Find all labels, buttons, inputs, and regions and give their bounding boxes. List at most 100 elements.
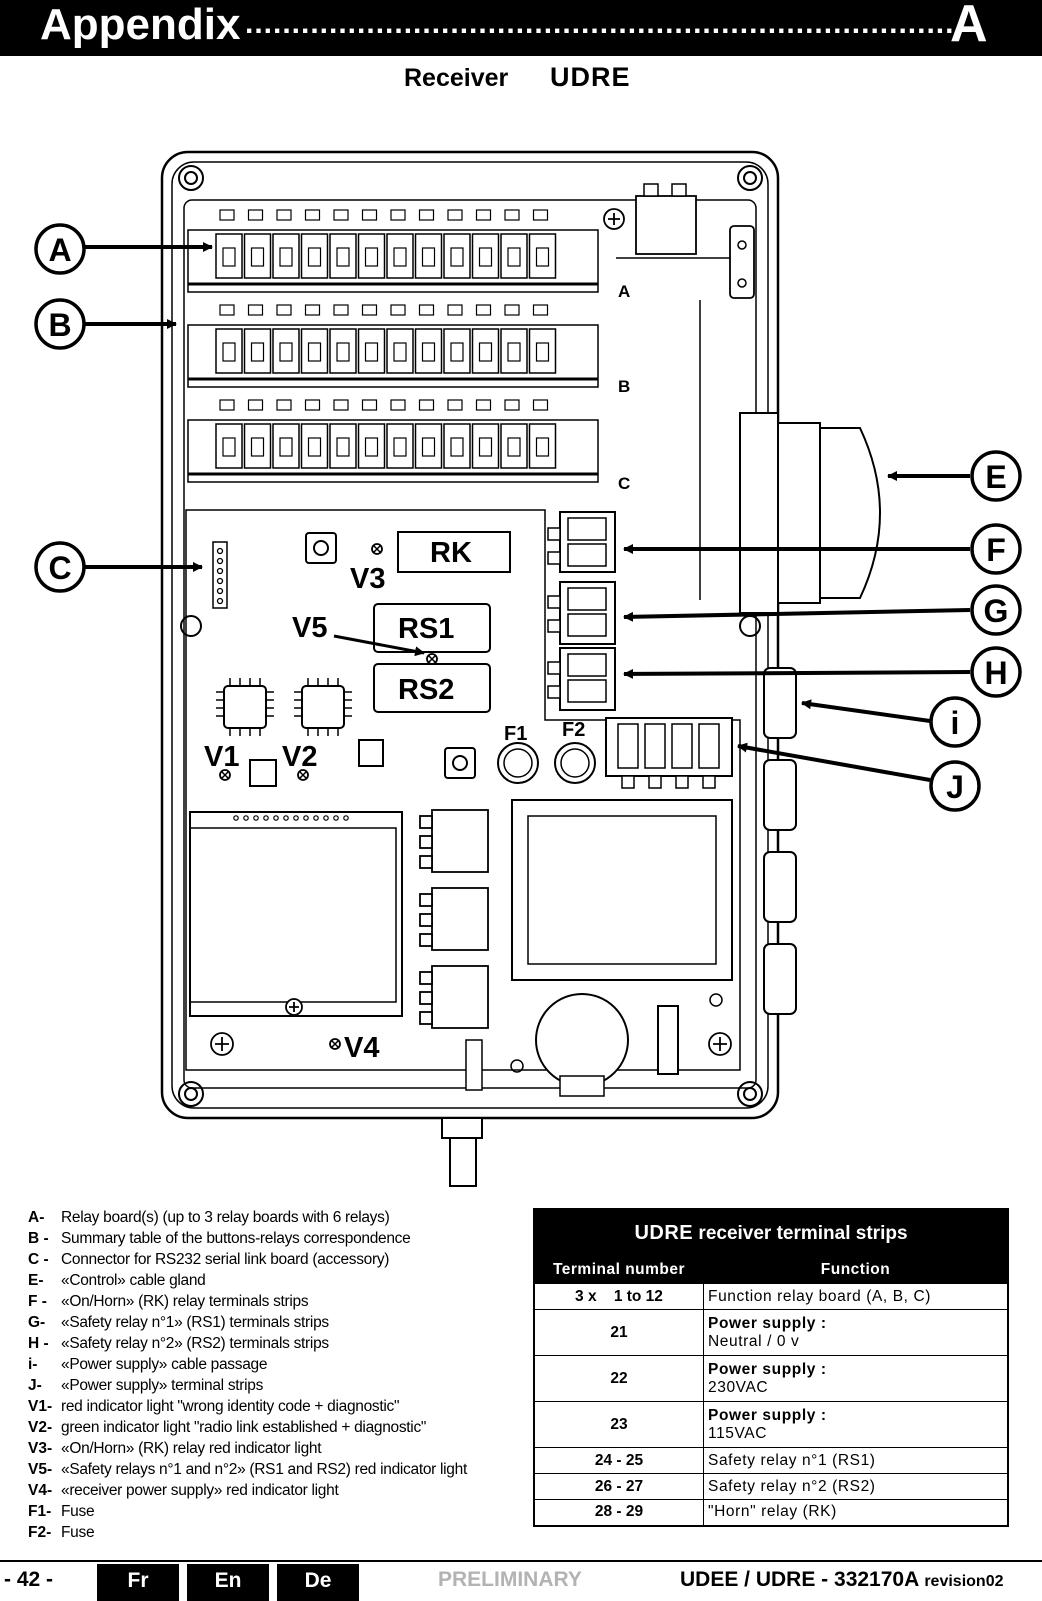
language-tab-de[interactable]: De [277, 1564, 359, 1601]
function-cell: Function relay board (A, B, C) [703, 1283, 1009, 1310]
function-cell: Power supply :230VAC [703, 1355, 1009, 1402]
relay-boards [187, 209, 599, 483]
relay-terminal [243, 233, 272, 279]
relay-terminal [443, 423, 471, 469]
legend-key: F2- [28, 1524, 52, 1541]
relay-terminal [215, 233, 243, 279]
relay-terminal-screw [336, 342, 350, 362]
legend-key: J- [28, 1377, 42, 1394]
relay-terminal-screw [535, 247, 550, 267]
board-letter-a: A [618, 282, 630, 301]
relay-terminal-screw [336, 247, 350, 267]
relay-terminal [243, 328, 272, 374]
legend-item: A-Relay board(s) (up to 3 relay boards w… [28, 1207, 467, 1228]
relay-pin [532, 399, 549, 411]
terminal-number-cell: 24 - 25 [533, 1447, 704, 1474]
relay-pin [247, 304, 264, 316]
callout-i: i [951, 705, 960, 741]
relay-terminal-screw [507, 342, 521, 362]
relay-pin [390, 209, 406, 221]
relay-terminal-screw [535, 437, 550, 457]
relay-terminal [471, 328, 500, 374]
legend-key: A- [28, 1209, 45, 1226]
relay-pin [304, 304, 321, 316]
relay-terminal [528, 233, 557, 279]
receiver-diagram: A B C RK RS1 RS2 V3 V5 V1 V2 V4 F1 F2 A … [34, 150, 1022, 1187]
function-text: 230VAC [708, 1378, 769, 1396]
table-row: 28 - 29"Horn" relay (RK) [533, 1499, 1009, 1526]
function-heading: Power supply : [708, 1360, 827, 1378]
display-pin [273, 815, 279, 821]
legend-key: V5- [28, 1461, 53, 1478]
footer-rule [0, 1560, 1042, 1562]
language-tab-en[interactable]: En [187, 1564, 269, 1601]
relay-terminal [272, 328, 300, 374]
legend-item: V4-«receiver power supply» red indicator… [28, 1480, 467, 1501]
display-pin [313, 815, 319, 821]
relay-terminal-screw [393, 437, 407, 457]
legend-text: «receiver power supply» red indicator li… [61, 1482, 339, 1499]
relay-pin [475, 209, 492, 221]
relay-terminal-screw [393, 342, 407, 362]
legend-text: green indicator light "radio link establ… [61, 1419, 427, 1436]
relay-terminal [357, 423, 386, 469]
callout-g: G [984, 593, 1009, 629]
display-pin [293, 815, 299, 821]
relay-terminal [443, 328, 471, 374]
col-terminal-number: Terminal number [533, 1256, 704, 1284]
callout-f: F [986, 532, 1006, 568]
relay-pin [219, 304, 235, 316]
relay-terminal [300, 233, 329, 279]
legend-key: V2- [28, 1419, 53, 1436]
language-tab-fr[interactable]: Fr [97, 1564, 179, 1601]
relay-pin [361, 399, 378, 411]
legend-key: B - [28, 1230, 49, 1247]
display-pin [333, 815, 339, 821]
legend-text: «Safety relays n°1 and n°2» (RS1 and RS2… [61, 1461, 467, 1478]
relay-terminal-screw [279, 342, 293, 362]
relay-pin [333, 209, 349, 221]
relay-terminal [357, 233, 386, 279]
preliminary-mark: PRELIMINARY [438, 1568, 582, 1591]
relay-terminal [386, 423, 414, 469]
legend-item: G-«Safety relay n°1» (RS1) terminals str… [28, 1312, 467, 1333]
relay-board-frame [187, 324, 599, 388]
relay-pin [532, 209, 549, 221]
page-header: Appendix ...............................… [0, 0, 1042, 56]
col-function: Function [703, 1256, 1009, 1284]
terminal-number-cell: 22 [533, 1355, 704, 1402]
function-text: Safety relay n°1 (RS1) [708, 1451, 876, 1469]
relay-terminal-screw [222, 342, 236, 362]
terminal-number-cell: 3 x 1 to 12 [533, 1283, 704, 1310]
relay-pin [247, 209, 264, 221]
callout-j: J [946, 769, 964, 805]
relay-pin [418, 304, 435, 316]
relay-pin [418, 399, 435, 411]
relay-terminal [329, 328, 357, 374]
relay-terminal [386, 328, 414, 374]
relay-terminal-screw [250, 342, 265, 362]
function-cell: "Horn" relay (RK) [703, 1499, 1009, 1526]
function-cell: Power supply :115VAC [703, 1401, 1009, 1448]
function-text: 115VAC [708, 1424, 768, 1442]
relay-terminal [500, 423, 528, 469]
terminal-number-cell: 26 - 27 [533, 1473, 704, 1500]
relay-board-frame [187, 229, 599, 293]
table-title-rest: receiver terminal strips [693, 1222, 908, 1244]
callout-a: A [48, 232, 71, 268]
relay-terminal-screw [279, 437, 293, 457]
relay-terminal-screw [307, 342, 322, 362]
legend-list: A-Relay board(s) (up to 3 relay boards w… [28, 1207, 467, 1543]
header-title: Appendix [40, 0, 241, 49]
relay-pin [361, 209, 378, 221]
legend-key: F - [28, 1293, 47, 1310]
relay-terminal [500, 233, 528, 279]
legend-item: H -«Safety relay n°2» (RS2) terminals st… [28, 1333, 467, 1354]
relay-terminal-screw [421, 247, 436, 267]
callout-c: C [48, 550, 71, 586]
legend-item: V1-red indicator light "wrong identity c… [28, 1396, 467, 1417]
relay-terminal [414, 328, 443, 374]
